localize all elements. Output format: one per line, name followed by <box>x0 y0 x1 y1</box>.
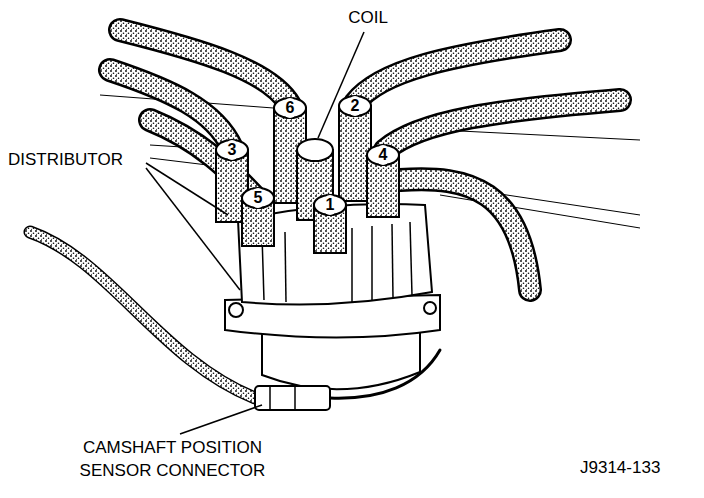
distributor-housing <box>225 295 440 389</box>
part-label: CAMSHAFT POSITION SENSOR CONNECTOR <box>60 436 285 482</box>
callout-number: 6 <box>284 98 297 117</box>
background-lines <box>100 95 640 228</box>
figure-number: J9314-133 <box>580 458 660 478</box>
callout-number: 5 <box>252 188 265 207</box>
wire-boots <box>216 96 399 253</box>
leader-lines <box>146 32 364 434</box>
callout-number: 3 <box>226 140 239 159</box>
part-label: COIL <box>348 8 388 28</box>
callout-number: 1 <box>324 195 337 214</box>
sensor-harness <box>30 232 440 410</box>
part-label: DISTRIBUTOR <box>8 150 123 170</box>
callout-number: 4 <box>377 145 390 164</box>
callout-number: 2 <box>349 96 362 115</box>
